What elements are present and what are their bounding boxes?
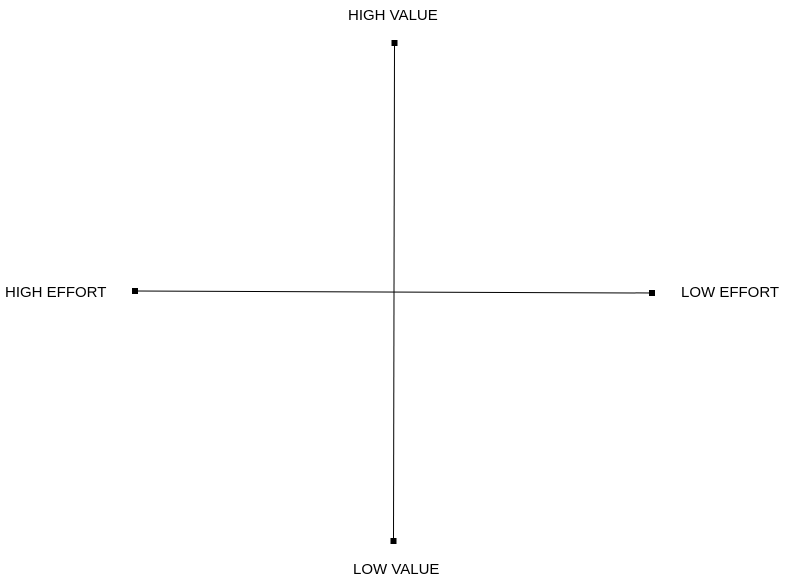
high-value-label: HIGH VALUE	[348, 7, 438, 24]
left-axis-endpoint	[132, 288, 138, 294]
low-effort-label: LOW EFFORT	[681, 284, 780, 301]
top-axis-endpoint	[391, 40, 398, 46]
right-axis-endpoint	[649, 290, 655, 296]
bottom-axis-endpoint	[390, 538, 397, 544]
horizontal-effort-axis	[134, 290, 653, 294]
high-effort-label: HIGH EFFORT	[5, 284, 107, 301]
low-value-label: LOW VALUE	[353, 561, 440, 578]
